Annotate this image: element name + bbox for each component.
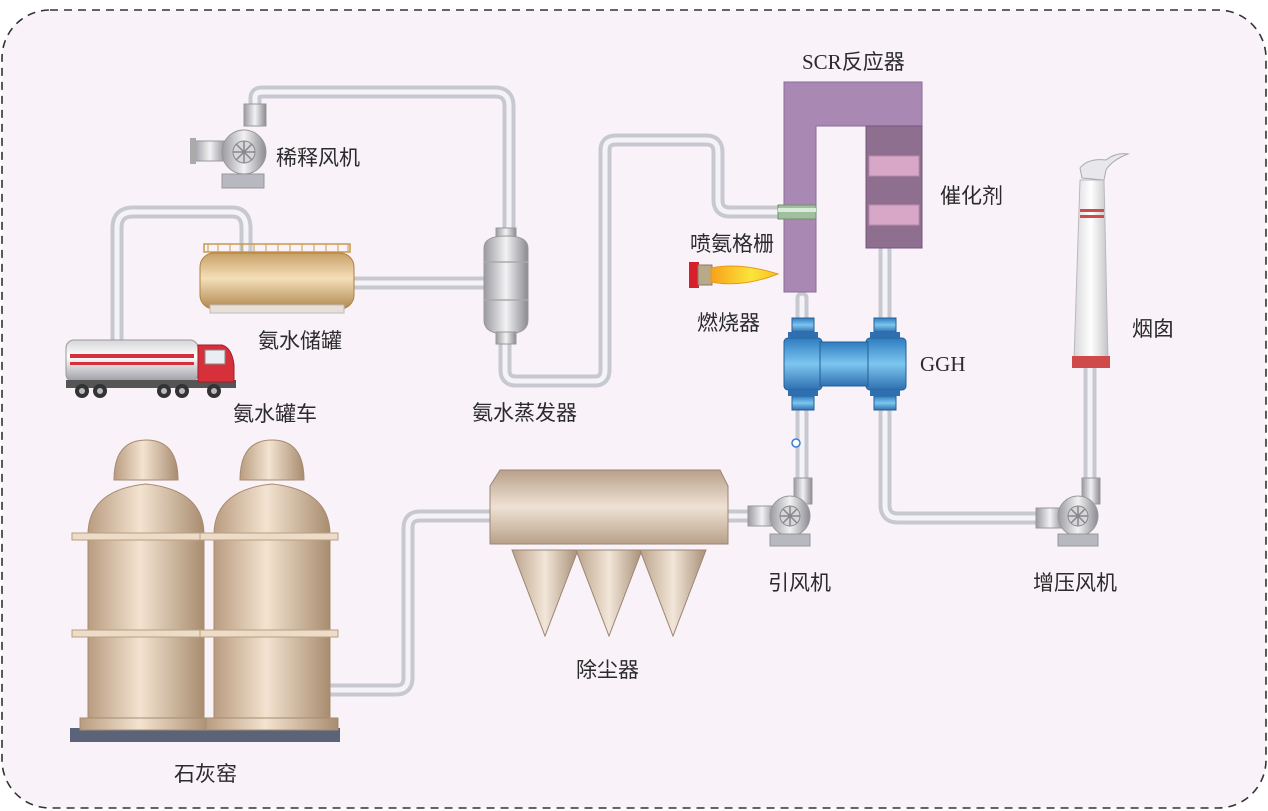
booster-fan-label: 增压风机 <box>1033 571 1117 595</box>
ggh-label: GGH <box>920 352 966 376</box>
lime-kiln-label: 石灰窑 <box>174 762 237 786</box>
ammonia-grid-label: 喷氨格栅 <box>690 232 774 256</box>
booster-fan-icon <box>1035 477 1101 547</box>
catalyst-layer <box>868 155 920 177</box>
catalyst-label: 催化剂 <box>940 184 1003 208</box>
dust-collector-label: 除尘器 <box>576 658 639 682</box>
dilution-fan-icon <box>190 103 267 189</box>
evaporator-label: 氨水蒸发器 <box>472 401 577 425</box>
induced-fan-label: 引风机 <box>768 571 831 595</box>
scr-reactor-label: SCR反应器 <box>802 50 905 74</box>
ammonia-truck-icon <box>65 339 236 398</box>
chimney-icon <box>1072 153 1130 368</box>
pipes <box>110 85 1097 697</box>
ammonia-truck-label: 氨水罐车 <box>233 402 317 426</box>
evaporator-icon <box>483 227 529 345</box>
lime-kiln-icon <box>70 439 340 742</box>
dust-collector-icon <box>489 469 729 638</box>
burner-label: 燃烧器 <box>697 311 760 335</box>
ammonia-tank-label: 氨水储罐 <box>258 329 342 353</box>
sensor-point[interactable] <box>791 438 801 448</box>
chimney-label: 烟囱 <box>1132 317 1174 341</box>
ggh-icon <box>783 317 907 411</box>
induced-fan-icon <box>747 477 813 547</box>
dilution-fan-label: 稀释风机 <box>276 146 360 170</box>
ammonia-tank-icon <box>199 243 355 314</box>
scr-reactor-icon <box>777 81 923 293</box>
catalyst-layer <box>868 204 920 226</box>
burner-icon <box>689 262 780 288</box>
